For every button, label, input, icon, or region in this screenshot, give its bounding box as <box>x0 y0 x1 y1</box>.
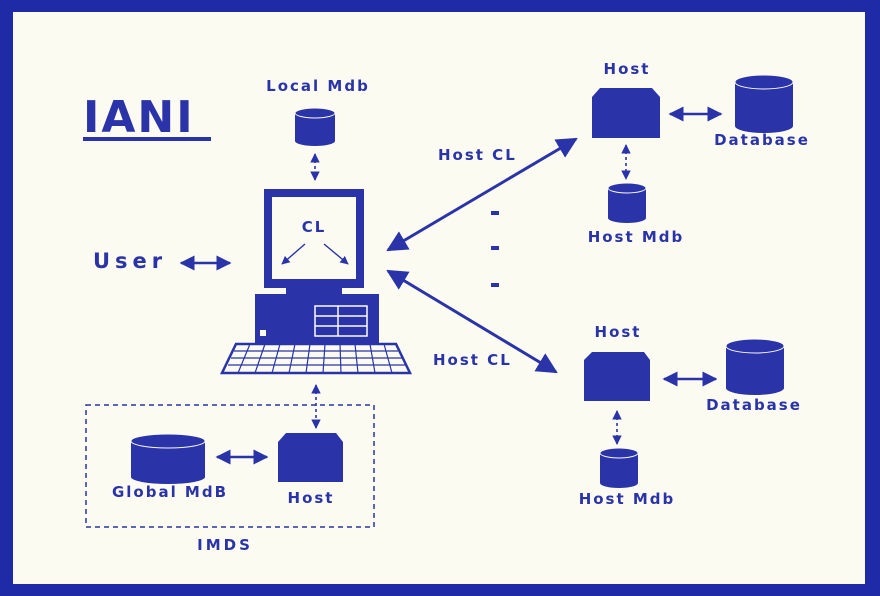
host-mdb-top-label: Host Mdb <box>588 228 685 246</box>
host-bottom-label: Host <box>595 323 642 341</box>
computer-workstation-icon <box>220 189 412 375</box>
database-top-label: Database <box>714 131 810 149</box>
database-bottom-icon <box>725 338 785 395</box>
host-mdb-bottom-label: Host Mdb <box>579 490 676 508</box>
local-mdb-label: Local Mdb <box>266 77 370 95</box>
cl-arrow-right <box>323 243 349 265</box>
title-underline <box>83 137 211 141</box>
global-mdb-label: Global MdB <box>112 483 228 501</box>
host-top-icon <box>592 88 660 138</box>
more-hosts-ellipsis <box>491 211 499 287</box>
host-bottom-icon <box>584 352 650 401</box>
imds-host-icon <box>278 433 343 482</box>
database-top-icon <box>734 74 794 133</box>
local-mdb-database-icon <box>294 107 336 146</box>
host-cl-link-top <box>386 137 578 252</box>
host-top-label: Host <box>604 60 651 78</box>
host-mdb-top-database-icon <box>607 182 647 223</box>
imds-host-label: Host <box>288 489 335 507</box>
host-cl-link-bottom <box>386 269 558 374</box>
user-label: User <box>93 249 167 273</box>
cl-arrow-left <box>281 243 306 265</box>
host-cl-top-label: Host CL <box>438 146 517 164</box>
database-bottom-label: Database <box>706 396 802 414</box>
host-cl-bottom-label: Host CL <box>433 351 512 369</box>
cl-label: CL <box>302 218 327 236</box>
global-mdb-database-icon <box>130 433 206 484</box>
diagram-title: IANI <box>83 92 195 143</box>
imds-boundary <box>85 404 375 528</box>
host-mdb-bottom-database-icon <box>599 447 639 488</box>
imds-label: IMDS <box>197 536 253 554</box>
